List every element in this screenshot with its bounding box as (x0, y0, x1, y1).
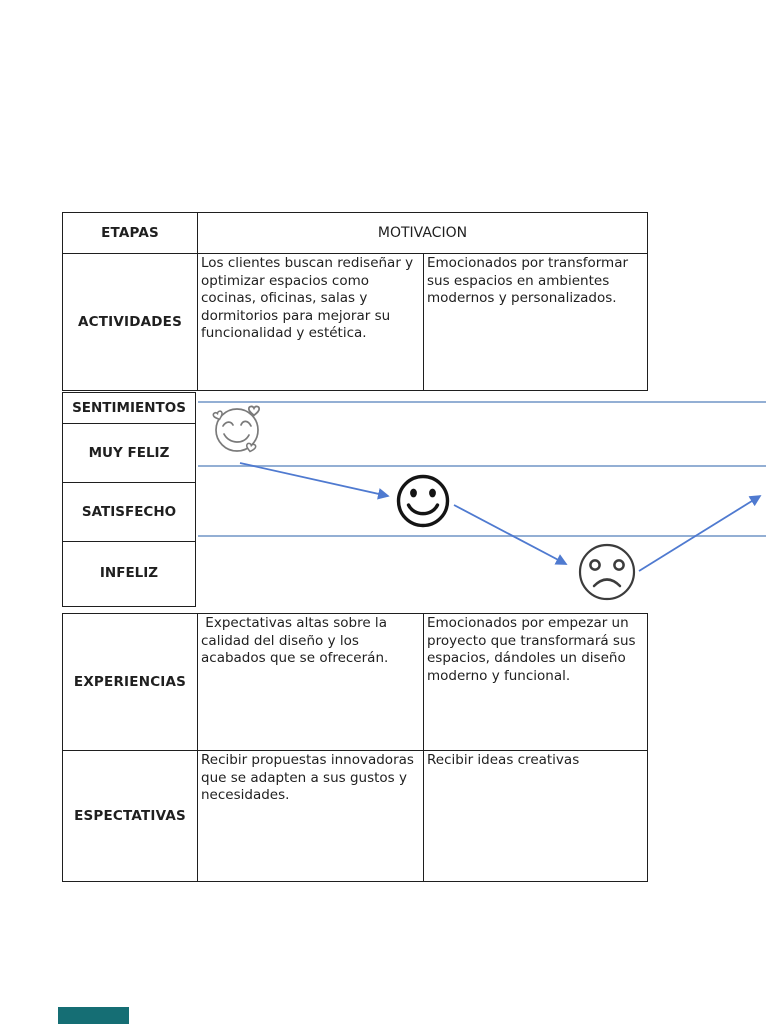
experiencias-espectativas-table: EXPERIENCIAS Expectativas altas sobre la… (62, 613, 648, 882)
etapas-header-cell: ETAPAS (101, 225, 159, 241)
motivacion-header-cell: MOTIVACION (197, 213, 647, 253)
sad-face-icon (578, 543, 636, 601)
satisfecho-label: SATISFECHO (63, 482, 195, 541)
muy-feliz-label: MUY FELIZ (63, 423, 195, 482)
smiley-face-icon (396, 474, 450, 528)
heart-eyes-face-icon (212, 405, 261, 453)
espectativas-cell-2: Recibir ideas creativas (423, 751, 647, 881)
trend-arrows (239, 462, 762, 572)
actividades-cell-1: Los clientes buscan rediseñar y optimiza… (197, 254, 423, 390)
actividades-cell-2: Emocionados por transformar sus espacios… (423, 254, 647, 390)
espectativas-label: ESPECTATIVAS (74, 808, 186, 824)
espectativas-cell-1: Recibir propuestas innovadoras que se ad… (197, 751, 423, 881)
header-row: ETAPAS MOTIVACION (63, 213, 647, 253)
next-page-fragment (58, 1007, 129, 1024)
arrow-up-3-icon (638, 495, 762, 572)
experiencias-label: EXPERIENCIAS (73, 674, 187, 690)
experiencias-cell-2: Emocionados por empezar un proyecto que … (423, 614, 647, 750)
sentimientos-label: SENTIMIENTOS (72, 400, 186, 416)
sentiment-curve-chart (198, 401, 766, 601)
arrow-down-1-icon (239, 462, 390, 500)
etapas-motivacion-table: ETAPAS MOTIVACION ACTIVIDADES Los client… (62, 212, 648, 391)
experiencias-row: EXPERIENCIAS Expectativas altas sobre la… (63, 614, 647, 750)
arrow-down-2-icon (453, 504, 568, 565)
experiencias-cell-1: Expectativas altas sobre la calidad del … (197, 614, 423, 750)
actividades-row: ACTIVIDADES Los clientes buscan rediseña… (63, 253, 647, 390)
espectativas-row: ESPECTATIVAS Recibir propuestas innovado… (63, 750, 647, 881)
infeliz-label: INFELIZ (63, 541, 195, 604)
sentiment-guide-lines (198, 401, 766, 537)
actividades-label: ACTIVIDADES (77, 314, 183, 330)
sentimientos-scale: SENTIMIENTOS MUY FELIZ SATISFECHO INFELI… (62, 392, 196, 607)
